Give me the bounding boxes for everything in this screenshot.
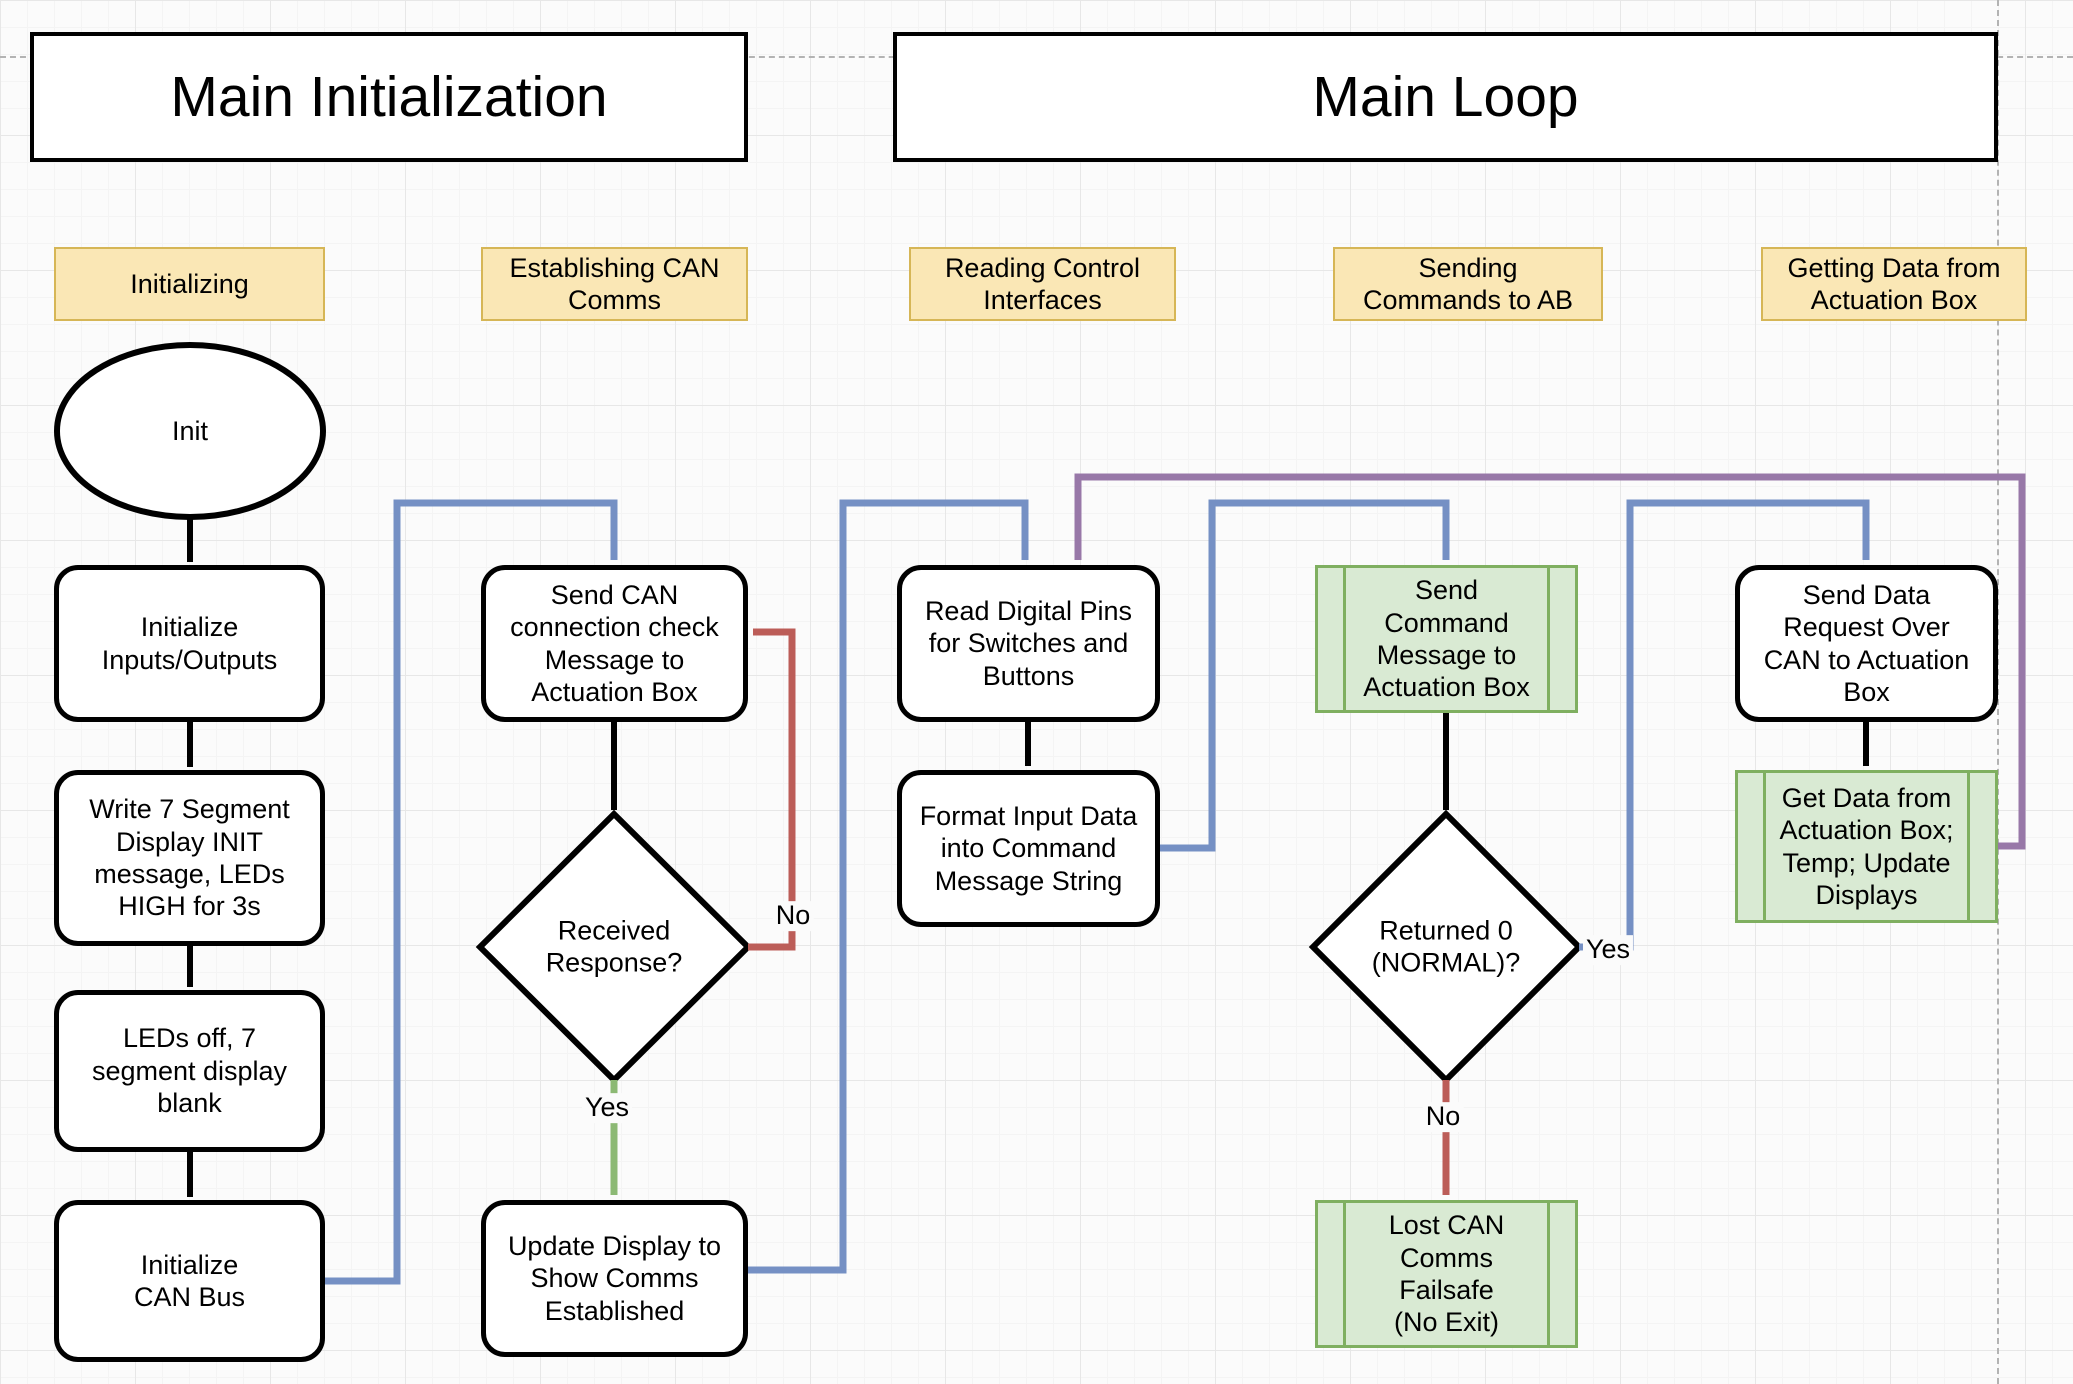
process-format-input-data[interactable]: Format Input Data into Command Message S… bbox=[897, 770, 1160, 927]
phase-sending-commands-to-ab[interactable]: Sending Commands to AB bbox=[1333, 247, 1603, 321]
phase-label: Getting Data from Actuation Box bbox=[1787, 252, 2001, 315]
terminator-init-label: Init bbox=[171, 415, 209, 446]
process-label: Initialize Inputs/Outputs bbox=[101, 612, 278, 675]
process-read-digital-pins[interactable]: Read Digital Pins for Switches and Butto… bbox=[897, 565, 1160, 722]
subprocess-lost-can-failsafe[interactable]: Lost CAN Comms Failsafe (No Exit) bbox=[1315, 1200, 1578, 1348]
process-initialize-io[interactable]: Initialize Inputs/Outputs bbox=[54, 565, 325, 722]
subprocess-label: Send Command Message to Actuation Box bbox=[1363, 575, 1530, 703]
process-label: Send CAN connection check Message to Act… bbox=[510, 579, 719, 707]
subprocess-send-command-message[interactable]: Send Command Message to Actuation Box bbox=[1315, 565, 1578, 713]
process-label: Update Display to Show Comms Established bbox=[507, 1230, 722, 1326]
phase-label: Initializing bbox=[130, 268, 249, 299]
edge-label-returned-no: No bbox=[1422, 1101, 1464, 1132]
phase-initializing[interactable]: Initializing bbox=[54, 247, 325, 321]
phase-establishing-can-comms[interactable]: Establishing CAN Comms bbox=[481, 247, 748, 321]
process-label: Send Data Request Over CAN to Actuation … bbox=[1763, 579, 1970, 707]
section-title-label: Main Loop bbox=[1312, 64, 1579, 129]
phase-reading-control-interfaces[interactable]: Reading Control Interfaces bbox=[909, 247, 1176, 321]
process-label: Write 7 Segment Display INIT message, LE… bbox=[89, 794, 290, 922]
phase-label: Reading Control Interfaces bbox=[944, 252, 1141, 315]
process-initialize-can-bus[interactable]: Initialize CAN Bus bbox=[54, 1200, 325, 1362]
subprocess-label: Get Data from Actuation Box; Temp; Updat… bbox=[1779, 782, 1954, 910]
phase-getting-data-from-actuation-box[interactable]: Getting Data from Actuation Box bbox=[1761, 247, 2027, 321]
decision-received-response-label: Received Response? bbox=[545, 915, 683, 978]
process-label: LEDs off, 7 segment display blank bbox=[91, 1023, 288, 1119]
section-title-label: Main Initialization bbox=[170, 64, 608, 129]
process-send-can-check[interactable]: Send CAN connection check Message to Act… bbox=[481, 565, 748, 722]
section-title-main-loop[interactable]: Main Loop bbox=[893, 32, 1998, 162]
process-leds-off[interactable]: LEDs off, 7 segment display blank bbox=[54, 990, 325, 1152]
phase-label: Establishing CAN Comms bbox=[509, 252, 720, 315]
edge-label-returned-yes: Yes bbox=[1582, 934, 1634, 965]
process-label: Read Digital Pins for Switches and Butto… bbox=[924, 595, 1133, 691]
section-title-main-initialization[interactable]: Main Initialization bbox=[30, 32, 748, 162]
decision-returned-zero-label: Returned 0 (NORMAL)? bbox=[1371, 915, 1521, 978]
process-write-7seg-init[interactable]: Write 7 Segment Display INIT message, LE… bbox=[54, 770, 325, 946]
process-label: Format Input Data into Command Message S… bbox=[919, 800, 1138, 896]
subprocess-get-data-update-displays[interactable]: Get Data from Actuation Box; Temp; Updat… bbox=[1735, 770, 1998, 923]
subprocess-label: Lost CAN Comms Failsafe (No Exit) bbox=[1388, 1210, 1505, 1338]
edge-label-received-yes: Yes bbox=[581, 1092, 633, 1123]
process-send-data-request[interactable]: Send Data Request Over CAN to Actuation … bbox=[1735, 565, 1998, 722]
process-label: Initialize CAN Bus bbox=[133, 1249, 246, 1312]
phase-label: Sending Commands to AB bbox=[1362, 252, 1574, 315]
edge-label-received-no: No bbox=[772, 900, 814, 931]
process-update-display[interactable]: Update Display to Show Comms Established bbox=[481, 1200, 748, 1357]
